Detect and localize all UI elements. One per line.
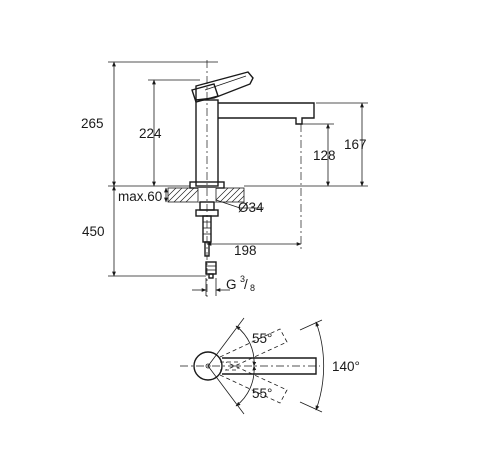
handle-cap — [191, 83, 219, 103]
label-connection-numerator: 3 — [240, 274, 245, 284]
label-hose-length: 450 — [82, 224, 105, 239]
label-swivel-total: 140° — [332, 359, 360, 374]
label-swivel-lower: 55° — [252, 386, 272, 401]
label-total-height: 265 — [81, 116, 104, 131]
svg-text:/: / — [244, 277, 248, 292]
swivel-lower-position — [207, 361, 288, 415]
label-spout-height: 167 — [344, 137, 367, 152]
dimension-labels: 265 224 167 128 max.60 Ø34 450 198 G 3 /… — [81, 116, 367, 401]
spout — [218, 102, 315, 125]
top-view — [180, 317, 325, 415]
label-max-thickness: max.60 — [118, 189, 162, 204]
label-spout-top-height: 224 — [139, 126, 162, 141]
dimension-lines — [108, 61, 368, 296]
countertop — [167, 187, 245, 203]
label-reach: 198 — [234, 243, 257, 258]
label-swivel-upper: 55° — [252, 331, 272, 346]
label-hole-diameter: Ø34 — [238, 200, 264, 215]
top-spout — [222, 357, 317, 375]
top-body-circle — [193, 351, 223, 381]
label-connection-prefix: G — [226, 277, 237, 292]
label-connection-denominator: 8 — [250, 283, 255, 293]
side-view — [167, 60, 315, 300]
label-outlet-height: 128 — [313, 148, 336, 163]
swivel-upper-position — [207, 317, 288, 371]
